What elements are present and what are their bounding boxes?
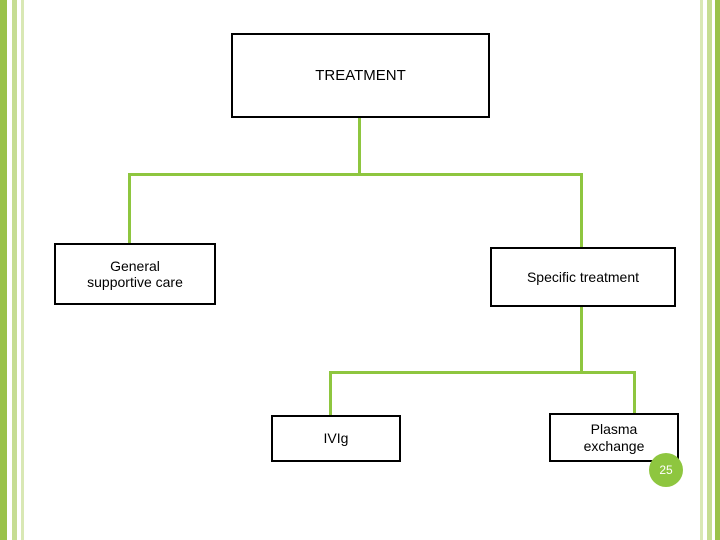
connector-specific-horizontal <box>329 371 636 374</box>
right-stripe-5 <box>715 0 720 540</box>
node-plasma-exchange: Plasma exchange <box>549 413 679 462</box>
connector-to-ivig <box>329 371 332 417</box>
node-general-supportive-care: General supportive care <box>54 243 216 305</box>
node-plasma-line-1: Plasma <box>590 421 638 438</box>
connector-treatment-stem <box>358 118 361 175</box>
node-treatment-label: TREATMENT <box>315 66 406 84</box>
connector-to-plasma <box>633 371 636 415</box>
node-specific-treatment: Specific treatment <box>490 247 676 307</box>
connector-to-general <box>128 173 131 245</box>
right-stripe-2 <box>703 0 707 540</box>
node-ivig-label: IVIg <box>323 430 349 447</box>
page-number-label: 25 <box>659 463 673 477</box>
connector-treatment-horizontal <box>128 173 583 176</box>
left-stripe-1 <box>0 0 7 540</box>
node-general-line-1: General <box>110 257 160 274</box>
left-stripe-3 <box>12 0 17 540</box>
node-treatment: TREATMENT <box>231 33 490 118</box>
right-stripe-1 <box>700 0 703 540</box>
left-stripe-5 <box>21 0 24 540</box>
left-stripe-2 <box>7 0 12 540</box>
node-ivig: IVIg <box>271 415 401 462</box>
node-general-line-2: supportive care <box>87 274 183 290</box>
page-number-badge: 25 <box>649 453 683 487</box>
right-stripe-3 <box>707 0 712 540</box>
connector-specific-stem <box>580 307 583 373</box>
node-specific-label: Specific treatment <box>526 268 640 285</box>
right-stripe-4 <box>712 0 715 540</box>
node-plasma-line-2: exchange <box>583 437 645 454</box>
left-stripe-4 <box>17 0 21 540</box>
connector-to-specific <box>580 173 583 249</box>
